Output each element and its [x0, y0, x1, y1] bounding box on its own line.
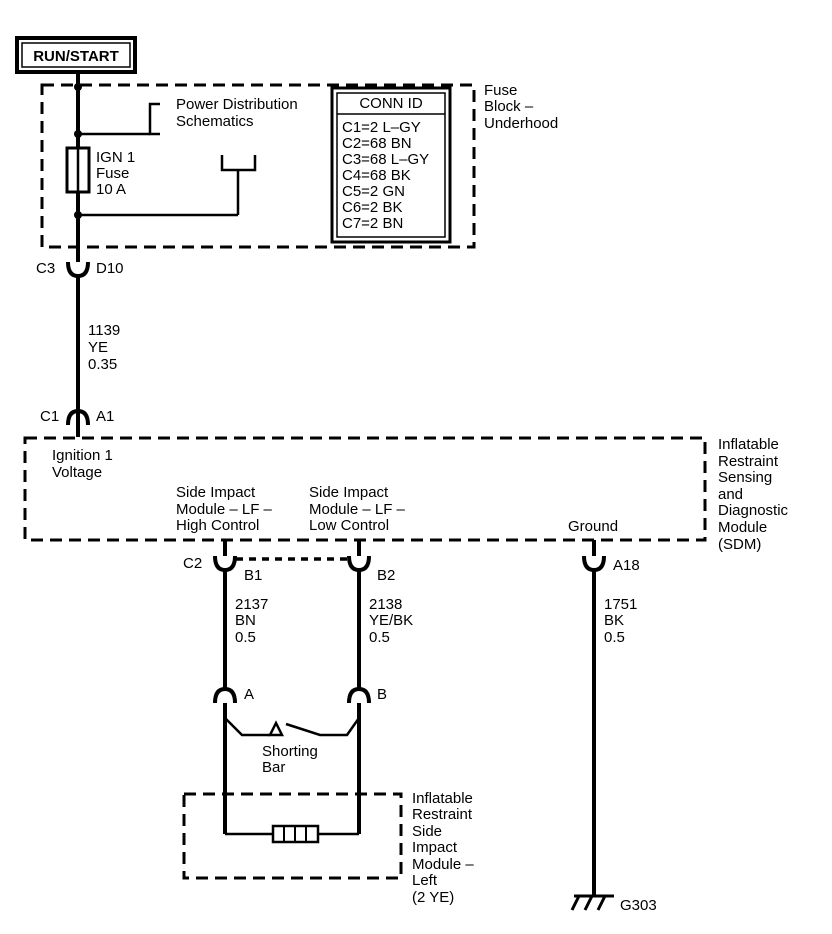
sdm-label-line: Restraint [718, 453, 779, 470]
conn-id-row: C5=2 GN [342, 183, 405, 200]
squib-element [271, 824, 320, 844]
connector-d10-label: D10 [96, 260, 124, 277]
side-module-label-line: Impact [412, 839, 458, 856]
connector-a [213, 686, 237, 704]
wire-2138-circuit: 2138 [369, 596, 402, 613]
connector-b-label: B [377, 686, 387, 703]
side-module-label-line: (2 YE) [412, 889, 454, 906]
sdm-label-line: (SDM) [718, 536, 761, 553]
connector-c2-label: C2 [183, 555, 202, 572]
ground-label: Ground [568, 518, 618, 535]
wire-1139-color: YE [88, 339, 108, 356]
low-control-label: Module – LF – [309, 501, 406, 518]
fuse-block-label: Fuse Block – Underhood [484, 82, 558, 132]
conn-id-row: C6=2 BK [342, 199, 402, 216]
fuse-block-outline [40, 83, 476, 249]
wire-2137-circuit: 2137 [235, 596, 268, 613]
shorting-bar-label: Shorting [262, 743, 318, 760]
connector-a18-label: A18 [613, 557, 640, 574]
high-control-label: Side Impact [176, 484, 256, 501]
power-distribution-label: Power Distribution [176, 96, 298, 113]
sdm-label-line: Diagnostic [718, 502, 789, 519]
fuse-block-label-line: Fuse [484, 82, 517, 99]
wire-2137-size: 0.5 [235, 629, 256, 646]
run-start-box: RUN/START [15, 36, 137, 74]
conn-id-row: C2=68 BN [342, 135, 412, 152]
side-module-label-line: Inflatable [412, 790, 473, 807]
side-module-outline [182, 792, 403, 880]
side-module-label-line: Side [412, 823, 442, 840]
sdm-label-line: Sensing [718, 469, 772, 486]
high-control-label: Module – LF – [176, 501, 273, 518]
conn-id-row: C1=2 L–GY [342, 119, 421, 136]
fuse-block-label-line: Underhood [484, 115, 558, 132]
bus-bar-symbol [220, 155, 257, 172]
fuse-label: 10 A [96, 181, 126, 198]
connector-b [347, 686, 371, 704]
fuse-label: Fuse [96, 165, 129, 182]
sdm-label-line: Module [718, 519, 767, 536]
connector-c1-label: C1 [40, 408, 59, 425]
shorting-bar-label: Bar [262, 759, 285, 776]
connector-c3-label: C3 [36, 260, 55, 277]
conn-id-table: CONN ID C1=2 L–GY C2=68 BN C3=68 L–GY C4… [330, 86, 452, 244]
conn-id-row: C3=68 L–GY [342, 151, 429, 168]
fuse-block-label-line: Block – [484, 98, 534, 115]
connector-a1-label: A1 [96, 408, 114, 425]
wire-1139-circuit: 1139 [88, 322, 120, 339]
sdm-label: Inflatable Restraint Sensing and Diagnos… [718, 436, 789, 553]
connector-b1-label: B1 [244, 567, 262, 584]
side-module-label-line: Restraint [412, 806, 473, 823]
ground-id-label: G303 [620, 897, 657, 914]
sdm-label-line: Inflatable [718, 436, 779, 453]
ignition-voltage-label: Ignition 1 [52, 447, 113, 464]
sdm-label-line: and [718, 486, 743, 503]
fuse-label: IGN 1 [96, 149, 135, 166]
wire-1751-color: BK [604, 612, 624, 629]
connector-a18 [582, 555, 606, 573]
ignition-voltage-label: Voltage [52, 464, 102, 481]
side-module-label: Inflatable Restraint Side Impact Module … [412, 790, 474, 906]
conn-id-title: CONN ID [359, 95, 423, 112]
wire-2138-size: 0.5 [369, 629, 390, 646]
conn-id-row: C4=68 BK [342, 167, 411, 184]
connector-c2-b2 [347, 555, 371, 573]
connector-c3-d10 [66, 261, 90, 279]
side-module-label-line: Module – [412, 856, 474, 873]
splice-dot [74, 83, 82, 91]
wire-1139-size: 0.35 [88, 356, 117, 373]
wire-2137-color: BN [235, 612, 256, 629]
sdm-outline [23, 436, 707, 542]
shorting-bar [224, 717, 361, 737]
run-start-label: RUN/START [33, 48, 119, 65]
connector-a-label: A [244, 686, 254, 703]
side-module-label-line: Left [412, 872, 438, 889]
high-control-label: High Control [176, 517, 259, 534]
low-control-label: Side Impact [309, 484, 389, 501]
power-dist-bracket [148, 102, 160, 136]
wire-1751-size: 0.5 [604, 629, 625, 646]
wire-1751-circuit: 1751 [604, 596, 637, 613]
connector-c2-b1 [213, 555, 237, 573]
wire-2138-color: YE/BK [369, 612, 413, 629]
ground-symbol-icon [570, 894, 614, 911]
power-distribution-label: Schematics [176, 113, 254, 130]
connector-b2-label: B2 [377, 567, 395, 584]
conn-id-row: C7=2 BN [342, 215, 403, 232]
low-control-label: Low Control [309, 517, 389, 534]
